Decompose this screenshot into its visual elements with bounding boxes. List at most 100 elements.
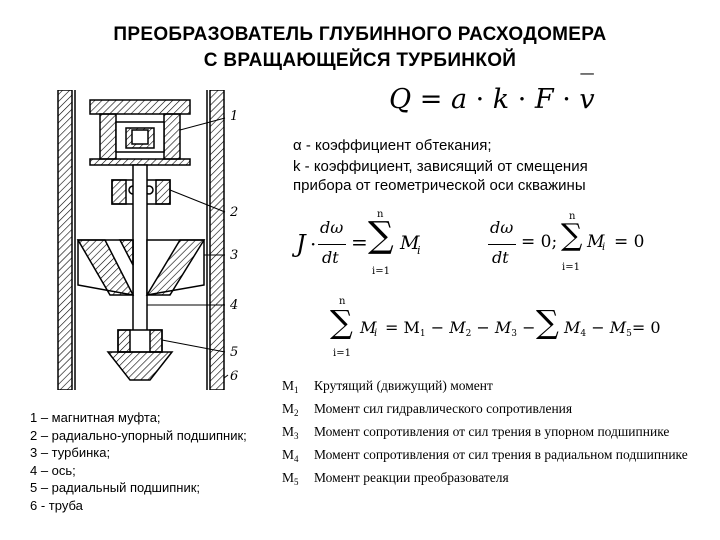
eq-minus: − (471, 318, 495, 337)
figure-labels: 1 2 3 4 5 6 (229, 109, 238, 384)
formula-q: Q (389, 84, 412, 115)
k-description: k - коэффициент, зависящий от смещения п… (293, 157, 588, 195)
eq-sub-4: 4 (580, 329, 587, 339)
legend-item: 5 – радиальный подшипник; (30, 480, 201, 495)
moment-symbol-sub: 3 (294, 431, 299, 441)
pipe-walls (57, 90, 225, 390)
moment-description: Момент сил гидравлического сопротивления (314, 401, 573, 416)
title-line-1: ПРЕОБРАЗОВАТЕЛЬ ГЛУБИННОГО РАСХОДОМЕРА (113, 24, 607, 45)
eq-dot: · (310, 232, 317, 256)
moment-symbol-letter: M (282, 378, 295, 393)
alpha-description: α - коэффициент обтекания; (293, 137, 492, 154)
eq-n: n (569, 211, 576, 222)
moment-symbol-letter: M (282, 470, 295, 485)
formula-f: F (534, 84, 554, 115)
k-description-line-2: прибора от геометрической оси скважины (293, 177, 586, 194)
eq-m5-letter: M (609, 318, 627, 337)
eq-m-sub: i (374, 328, 378, 339)
formula-dot: · (509, 84, 535, 115)
axis-shaft (132, 164, 148, 351)
eq-m4: M4 − M5= 0 (564, 318, 661, 339)
sigma-symbol: ∑ (536, 303, 559, 341)
formula-equals: = (411, 84, 451, 115)
eq-i1: i=1 (372, 266, 390, 277)
eq-zero: = 0 (614, 232, 645, 252)
radial-bearing (106, 329, 174, 381)
legend-item: 1 – магнитная муфта; (30, 410, 161, 425)
eq-equals: = (351, 230, 368, 254)
formula-k: k (492, 84, 510, 115)
moment-symbol: M4 (278, 447, 314, 470)
leader-lines (147, 117, 229, 379)
formula-dot: · (467, 84, 493, 115)
table-row: M4 Момент сопротивления от сил трения в … (278, 447, 698, 470)
eq-i1: i=1 (562, 262, 580, 273)
moment-description: Крутящий (движущий) момент (314, 378, 493, 393)
eq-n: n (377, 209, 384, 220)
eq-minus: − (517, 318, 536, 337)
legend-item: 2 – радиально-упорный подшипник; (30, 427, 247, 443)
formula-v: v‾ (579, 70, 594, 115)
moment-balance-equation: n ∑ i=1 M i = M1 − M2 − M3 − ∑ M4 − M5= … (328, 296, 678, 360)
eq-i1: i=1 (333, 348, 351, 359)
figure-label-1: 1 (230, 109, 238, 124)
eq-m4-letter: M (564, 318, 581, 337)
figure-legend: 1 – магнитная муфта; 2 – радиально-упорн… (30, 409, 247, 514)
figure-label-5: 5 (230, 345, 238, 360)
sigma-symbol: ∑ (330, 303, 353, 341)
inner-housing (74, 90, 208, 390)
eq-sub-2: 2 (465, 329, 472, 339)
eq-m2: M (449, 318, 466, 337)
eq-fraction-bar (488, 244, 516, 245)
sigma-symbol: ∑ (561, 218, 583, 253)
moment-symbol: M2 (278, 401, 314, 424)
moment-symbol-sub: 2 (294, 408, 299, 418)
moment-symbol: M3 (278, 424, 314, 447)
formula-v-bar: ‾ (580, 70, 594, 101)
eq-m-sub: i (602, 242, 606, 253)
moment-symbol-letter: M (282, 424, 295, 439)
eq-m: M (400, 232, 420, 254)
legend-item: 3 – турбинка; (30, 445, 111, 460)
eq-minus: − (586, 318, 610, 337)
eq-n: n (339, 296, 346, 307)
eq-dt: dt (492, 248, 509, 267)
eq-fraction-bar (318, 244, 346, 245)
magnetic-coupling (89, 99, 191, 166)
legend-item: 6 - труба (30, 497, 83, 513)
eq-m: M (587, 232, 605, 252)
eq-domega: dω (320, 218, 344, 237)
moment-symbol-letter: M (282, 447, 295, 462)
sigma-symbol: ∑ (368, 215, 394, 256)
formula-dot: · (553, 84, 580, 115)
moment-symbol: M1 (278, 378, 314, 401)
figure-label-6: 6 (230, 369, 238, 384)
eq-sub-5: 5 (626, 329, 632, 339)
figure-label-3: 3 (230, 248, 238, 263)
eq-minus: − (425, 318, 450, 337)
figure-label-4: 4 (229, 298, 238, 313)
eq-m3: M (494, 318, 512, 337)
legend-item: 4 – ось; (30, 462, 76, 478)
moment-symbol: M5 (278, 470, 314, 493)
eq-m: M (360, 318, 377, 337)
moment-description: Момент реакции преобразователя (314, 470, 509, 485)
table-row: M5 Момент реакции преобразователя (278, 470, 698, 493)
moment-symbol-sub: 4 (294, 454, 299, 464)
title-line-2: С ВРАЩАЮЩЕЙСЯ ТУРБИНКОЙ (203, 50, 517, 71)
moment-equation: J · dω dt = n ∑ i=1 M i (296, 209, 421, 280)
equilibrium-equation: dω dt = 0; n ∑ i=1 M i = 0 (488, 210, 678, 280)
eq-rhs-m1: = M (385, 318, 420, 337)
table-row: M1 Крутящий (движущий) момент (278, 378, 698, 401)
figure-label-2: 2 (229, 205, 238, 220)
eq-zero: = 0 (631, 318, 661, 337)
eq-zero-semicolon: = 0; (521, 232, 558, 252)
eq-j: J (296, 230, 306, 258)
formula-a: a (450, 84, 468, 115)
eq-domega: dω (490, 218, 514, 237)
moment-symbol-sub: 1 (294, 385, 299, 395)
moment-symbol-letter: M (282, 401, 295, 416)
moments-table: M1 Крутящий (движущий) момент M2 Момент … (278, 378, 698, 493)
k-description-line-1: k - коэффициент, зависящий от смещения (293, 158, 588, 175)
moment-description: Момент сопротивления от сил трения в упо… (314, 424, 670, 439)
